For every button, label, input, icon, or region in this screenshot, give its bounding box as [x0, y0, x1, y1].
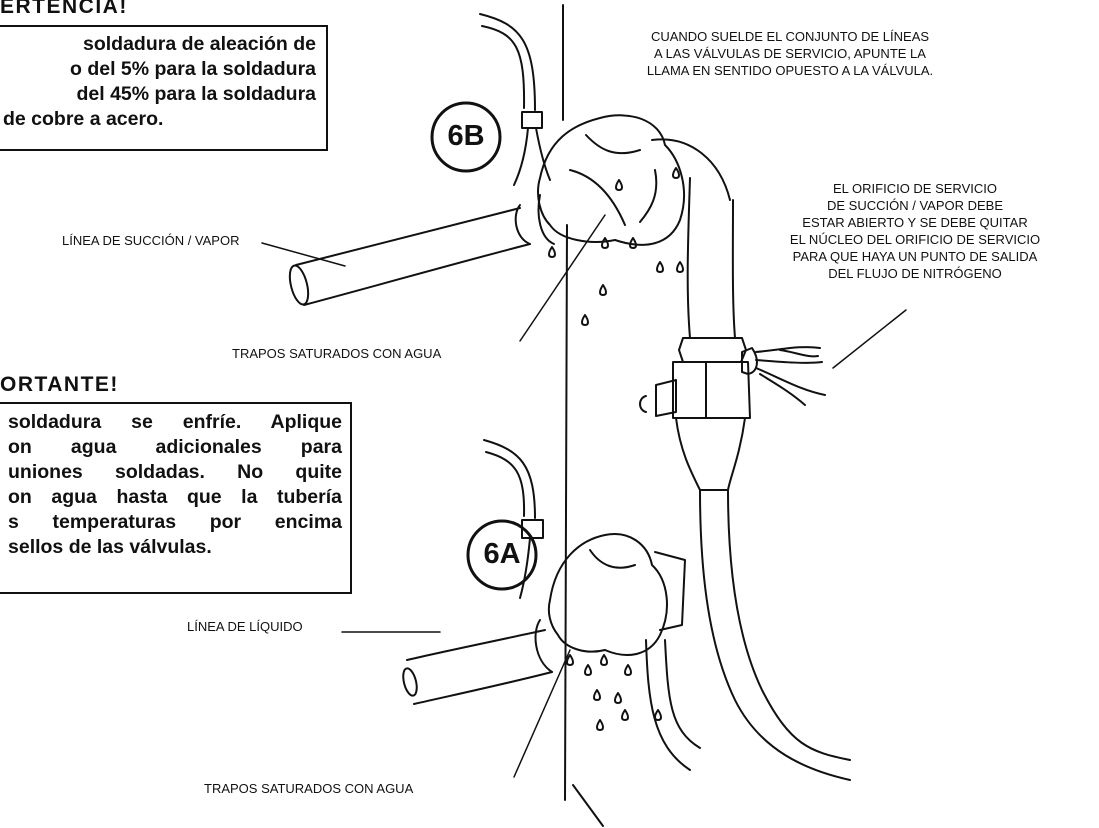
droplets-upper — [548, 167, 684, 326]
step-label-6a: 6A — [483, 538, 521, 570]
warning-line: del 45% para la soldadura — [76, 83, 316, 105]
liquid-pipe — [406, 629, 553, 705]
suction-pipe-end — [288, 264, 310, 306]
droplets-lower — [566, 654, 662, 731]
note-line: A LAS VÁLVULAS DE SERVICIO, APUNTE LA — [654, 46, 926, 61]
note-line: DEL FLUJO DE NITRÓGENO — [828, 266, 1002, 281]
upper-wet-rag — [537, 114, 686, 246]
leader-wet-rags-lower — [513, 649, 571, 778]
vapor-downpipe — [699, 489, 851, 781]
vapor-elbow — [651, 138, 731, 201]
step-label-6b: 6B — [447, 120, 485, 152]
important-heading: ORTANTE! — [0, 373, 119, 396]
wet-rags-upper-label: TRAPOS SATURADOS CON AGUA — [232, 346, 442, 361]
important-line: soldadura se enfríe. Aplique — [8, 411, 342, 433]
warning-line: de cobre a acero. — [3, 108, 164, 130]
suction-pipe — [295, 207, 531, 306]
leader-service-port — [832, 309, 907, 369]
note-line: LLAMA EN SENTIDO OPUESTO A LA VÁLVULA. — [646, 63, 934, 78]
step-circle-6b — [430, 101, 502, 173]
important-line: sellos de las válvulas. — [8, 536, 212, 558]
leader-suction-line — [261, 242, 346, 267]
lower-down-pipe — [645, 639, 701, 771]
torch-tube-lower — [483, 439, 536, 519]
warning-heading: ERTENCIA! — [0, 0, 128, 18]
important-box: soldadura se enfríe. Aplique on agua adi… — [0, 402, 352, 594]
note-line: EL ORIFICIO DE SERVICIO — [833, 181, 997, 196]
union-fitting — [672, 337, 751, 419]
liquid-pipe-end — [402, 667, 418, 697]
vapor-riser-pipe — [686, 177, 736, 339]
service-port — [741, 347, 758, 375]
torch-tube-upper — [479, 13, 536, 111]
liquid-line-label: LÍNEA DE LÍQUIDO — [187, 619, 303, 634]
warning-line: o del 5% para la soldadura — [70, 58, 316, 80]
union-cone — [675, 417, 746, 491]
liquid-coupling — [534, 619, 553, 673]
torch-tip-lower — [519, 519, 544, 599]
suction-line-label: LÍNEA DE SUCCIÓN / VAPOR — [62, 233, 240, 248]
brazing-direction-note: CUANDO SUELDE EL CONJUNTO DE LÍNEAS A LA… — [590, 28, 990, 79]
note-line: CUANDO SUELDE EL CONJUNTO DE LÍNEAS — [650, 29, 930, 44]
suction-coupling — [514, 194, 555, 245]
note-line: PARA QUE HAYA UN PUNTO DE SALIDA — [792, 249, 1038, 264]
service-port-note: EL ORIFICIO DE SERVICIO DE SUCCIÓN / VAP… — [735, 180, 1095, 282]
important-line: on agua adicionales para — [8, 436, 342, 458]
leader-wet-rags-upper — [519, 214, 606, 342]
lower-wet-rag — [547, 533, 686, 656]
side-cap — [639, 379, 677, 417]
torch-tip-upper — [513, 111, 551, 186]
note-line: EL NÚCLEO DEL ORIFICIO DE SERVICIO — [789, 232, 1041, 247]
step-circle-6a — [466, 519, 538, 591]
wall-line — [562, 4, 604, 827]
note-line: DE SUCCIÓN / VAPOR DEBE — [826, 198, 1003, 213]
warning-box: soldadura de aleación de o del 5% para l… — [0, 25, 328, 151]
important-line: on agua hasta que la tubería — [8, 486, 342, 508]
note-line: ESTAR ABIERTO Y SE DEBE QUITAR — [802, 215, 1028, 230]
important-line: s temperaturas por encima — [8, 511, 342, 533]
nitrogen-flow — [755, 346, 826, 406]
important-line: uniones soldadas. No quite — [8, 461, 342, 483]
wet-rags-lower-label: TRAPOS SATURADOS CON AGUA — [204, 781, 414, 796]
warning-line: soldadura de aleación de — [83, 33, 316, 55]
